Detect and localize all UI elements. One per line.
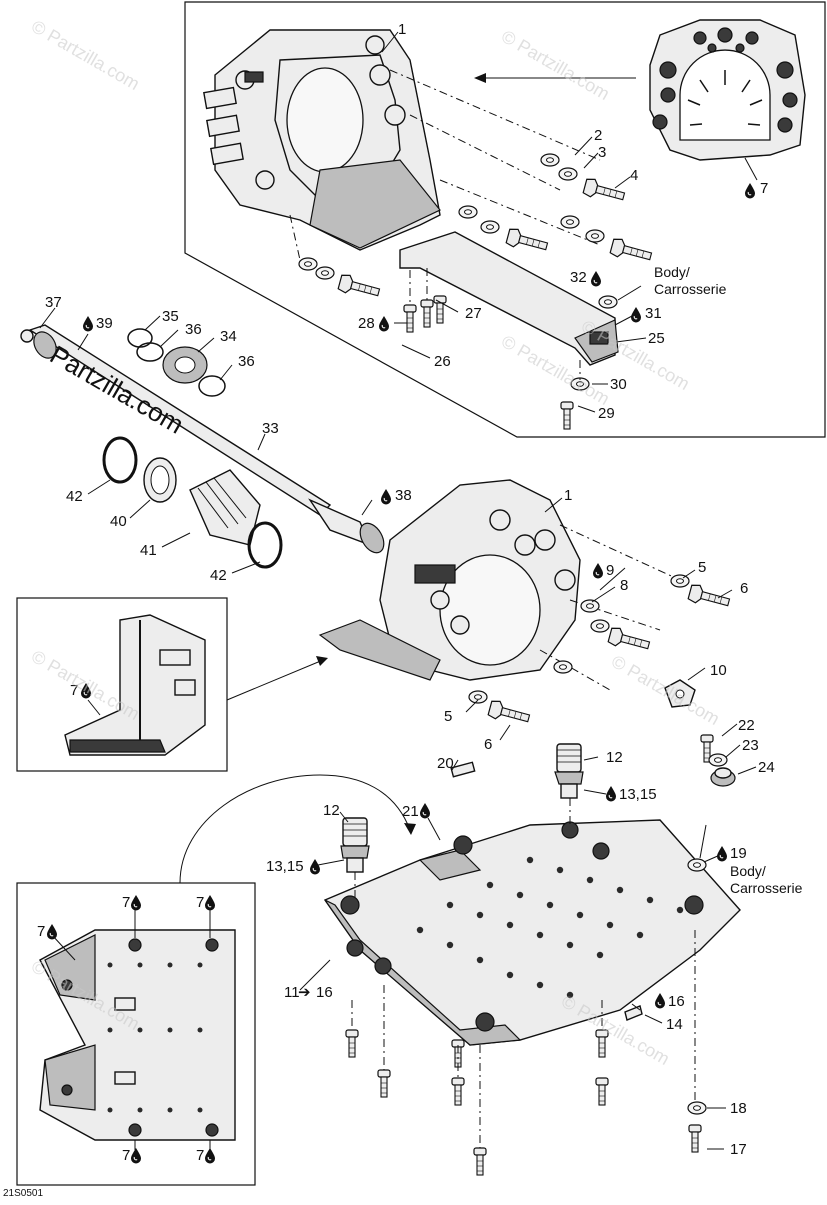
view-arrow-head [474, 73, 486, 83]
label-4: 4 [630, 167, 638, 184]
plug-14 [624, 1005, 643, 1021]
label-25: 25 [648, 330, 665, 347]
ride-plate [323, 819, 741, 1046]
label-23: 23 [742, 737, 759, 754]
label-32: 32 [570, 269, 587, 286]
circlip-35 [127, 328, 153, 348]
housing-middle [318, 479, 581, 681]
watermark-6: © Partzilla.com [608, 651, 723, 729]
label-6-b: 6 [484, 736, 492, 753]
label-14: 14 [666, 1016, 683, 1033]
label-40: 40 [110, 513, 127, 530]
label-31: 31 [645, 305, 662, 322]
label-13-15-b: 13,15 [619, 786, 657, 803]
top-detail-frame [184, 1, 826, 438]
inset-left-detail-frame [16, 597, 228, 772]
watermark-1: © Partzilla.com [28, 16, 143, 94]
leader-lines [39, 31, 758, 1150]
label-2: 2 [594, 127, 602, 144]
label-21: 21 [402, 803, 419, 820]
label-12-a: 12 [323, 802, 340, 819]
rubber-stop-24 [710, 767, 736, 787]
label-9: 9 [606, 562, 614, 579]
drive-shaft [20, 324, 385, 554]
inset-bottom-left-drawing [39, 929, 236, 1141]
label-7-bl-d: 7 [122, 1147, 130, 1164]
label-3: 3 [598, 144, 606, 161]
label-carrosserie-a: Carrosserie [654, 281, 727, 297]
bushing-12-right [554, 743, 584, 799]
label-17: 17 [730, 1141, 747, 1158]
label-10: 10 [710, 662, 727, 679]
label-6-a: 6 [740, 580, 748, 597]
figure-code: 21S0501 [3, 1188, 43, 1199]
label-34: 34 [220, 328, 237, 345]
label-8: 8 [620, 577, 628, 594]
label-42-b: 42 [210, 567, 227, 584]
clamp-42-left [102, 436, 138, 484]
label-11-arrow: ➔ [298, 984, 311, 1001]
label-7-top: 7 [760, 180, 768, 197]
label-38: 38 [395, 487, 412, 504]
label-carrosserie-b: Carrosserie [730, 880, 803, 896]
label-20: 20 [437, 755, 454, 772]
label-12-b: 12 [606, 749, 623, 766]
inset-curve [179, 774, 411, 884]
cover-plate-10 [664, 679, 696, 708]
label-7-bl-b: 7 [122, 894, 130, 911]
label-26: 26 [434, 353, 451, 370]
label-41: 41 [140, 542, 157, 559]
label-7-bl-a: 7 [37, 923, 45, 940]
label-16: 16 [668, 993, 685, 1010]
label-24: 24 [758, 759, 775, 776]
label-42-a: 42 [66, 488, 83, 505]
housing-rear-view [649, 19, 806, 161]
mounting-bracket [399, 231, 619, 366]
clamp-42-right [247, 521, 283, 569]
bushing-12-left [340, 817, 370, 873]
label-7-inset: 7 [70, 682, 78, 699]
label-33: 33 [262, 420, 279, 437]
label-11: 11 [284, 984, 300, 1001]
label-13-15-a: 13,15 [266, 858, 304, 875]
label-30: 30 [610, 376, 627, 393]
label-35: 35 [162, 308, 179, 325]
label-36-b: 36 [238, 353, 255, 370]
label-11-16: 16 [316, 984, 333, 1001]
inset-arrow-line [226, 659, 324, 701]
label-22: 22 [738, 717, 755, 734]
label-18: 18 [730, 1100, 747, 1117]
label-body-b: Body/ [730, 863, 766, 879]
label-28: 28 [358, 315, 375, 332]
label-5-b: 5 [444, 708, 452, 725]
label-19: 19 [730, 845, 747, 862]
inset-left-drawing [64, 614, 206, 756]
label-37: 37 [45, 294, 62, 311]
label-29: 29 [598, 405, 615, 422]
label-36-a: 36 [185, 321, 202, 338]
label-5-a: 5 [698, 559, 706, 576]
label-body-a: Body/ [654, 264, 690, 280]
label-39: 39 [96, 315, 113, 332]
label-1-mid: 1 [564, 487, 572, 504]
watermark-2: © Partzilla.com [498, 26, 613, 104]
insert-20 [450, 761, 476, 778]
inset-bottom-left-frame [16, 882, 256, 1186]
label-27: 27 [465, 305, 482, 322]
label-1-top: 1 [398, 21, 406, 38]
label-7-bl-e: 7 [196, 1147, 204, 1164]
label-7-bl-c: 7 [196, 894, 204, 911]
housing-top [203, 29, 441, 251]
